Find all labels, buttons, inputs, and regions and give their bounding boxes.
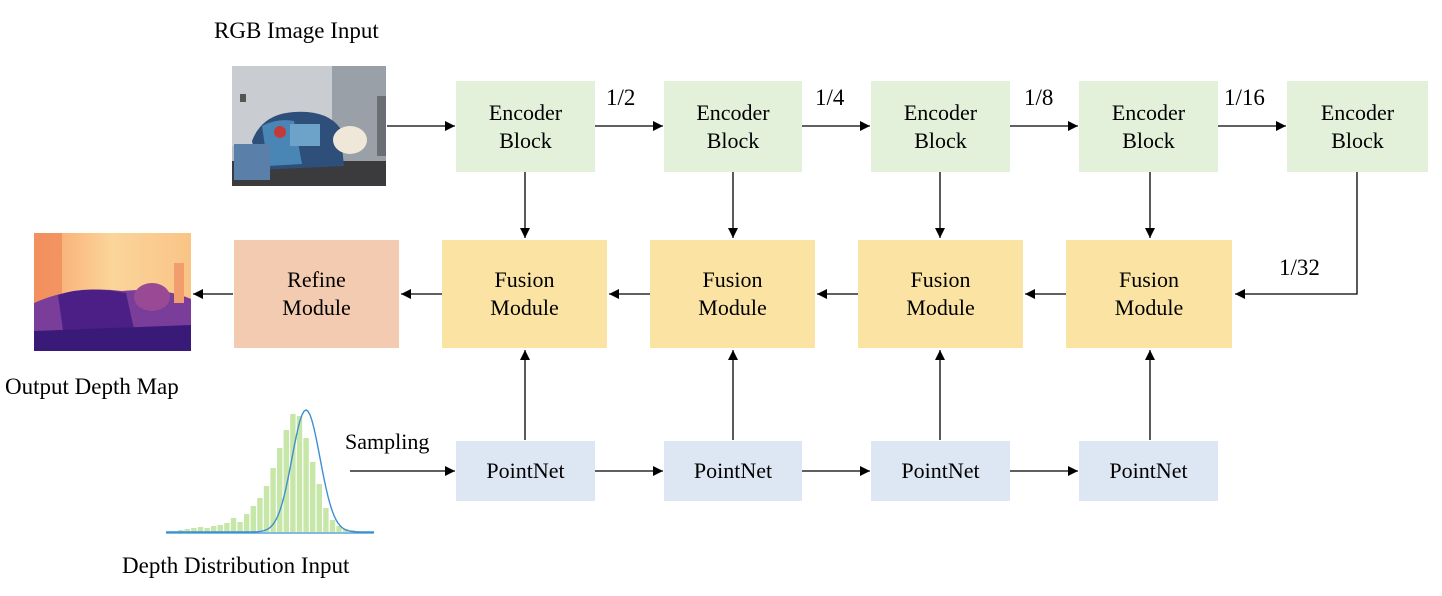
- rgb-image-input-label: RGB Image Input: [214, 18, 379, 43]
- histogram-bar: [230, 518, 237, 532]
- encoder-block-2-line1: Encoder: [696, 99, 770, 125]
- output-depth-map-label: Output Depth Map: [5, 374, 179, 399]
- fusion-module-4-line1: Fusion: [1119, 267, 1179, 292]
- refine-module-line2: Module: [282, 295, 351, 320]
- pointnet-2: PointNet: [664, 441, 802, 501]
- histogram-bar: [257, 498, 263, 532]
- fusion-module-4-line2: Module: [1114, 295, 1184, 320]
- histogram-bar: [191, 528, 197, 532]
- pointnet-2-label: PointNet: [693, 458, 773, 483]
- pointnet-3-label: PointNet: [901, 458, 980, 483]
- encoder-block-4-line2: Block: [1122, 127, 1175, 153]
- fusion-module-2-line2: Module: [698, 295, 767, 320]
- histogram-bar: [197, 527, 204, 532]
- histogram-bar: [316, 484, 322, 532]
- rgb-photo-illustration: [232, 66, 386, 186]
- encoder-block-5-line1: Encoder: [1320, 99, 1395, 125]
- scale-label-1-16: 1/16: [1224, 85, 1265, 110]
- histogram-bar: [184, 529, 190, 532]
- refine-module-line1: Refine: [287, 267, 346, 292]
- depth-map-illustration: [34, 233, 191, 351]
- fusion-module-3-line1: Fusion: [910, 267, 971, 292]
- encoder-block-5-line2: Block: [1331, 127, 1384, 153]
- pointnet-1: PointNet: [456, 441, 595, 501]
- histogram-bar: [323, 508, 329, 532]
- depth-distribution-input-label: Depth Distribution Input: [122, 553, 350, 578]
- histogram-bars: [178, 414, 355, 532]
- fusion-module-1-line2: Module: [490, 295, 559, 320]
- histogram-bar: [336, 526, 342, 532]
- histogram-bar: [270, 468, 276, 532]
- histogram-bar: [310, 462, 316, 532]
- histogram-bar: [217, 525, 223, 532]
- pointnet-1-label: PointNet: [486, 458, 565, 483]
- fusion-module-2-line1: Fusion: [702, 267, 763, 292]
- histogram-bar: [211, 526, 217, 532]
- histogram-bar: [277, 448, 283, 532]
- encoder-block-4-line1: Encoder: [1111, 99, 1186, 125]
- pointnet-4-label: PointNet: [1109, 458, 1188, 483]
- encoder-block-2-line2: Block: [706, 127, 760, 153]
- fusion-module-3-line2: Module: [906, 295, 975, 320]
- histogram-bar: [178, 530, 184, 532]
- sampling-label: Sampling: [345, 429, 430, 454]
- encoder-block-3-line2: Block: [914, 127, 967, 153]
- gaussian-curve: [166, 409, 374, 533]
- histogram-bar: [283, 430, 289, 532]
- scale-label-1-8: 1/8: [1024, 85, 1054, 110]
- depth-distribution-histogram: [166, 409, 374, 534]
- pointnet-3: PointNet: [871, 441, 1010, 501]
- scale-label-1-2: 1/2: [606, 85, 636, 110]
- scale-label-1-4: 1/4: [815, 85, 845, 110]
- histogram-bar: [296, 416, 303, 532]
- histogram-bar: [303, 438, 309, 532]
- histogram-bar: [237, 522, 243, 532]
- histogram-bar: [329, 520, 336, 532]
- histogram-bar: [250, 506, 256, 532]
- output-depth-map-thumbnail: [34, 233, 191, 351]
- histogram-bar: [244, 514, 250, 532]
- encoder-block-3-line1: Encoder: [903, 99, 978, 125]
- fusion-module-1-line1: Fusion: [494, 267, 555, 292]
- histogram-bar: [263, 486, 270, 532]
- histogram-bar: [204, 528, 210, 532]
- rgb-image-thumbnail: [232, 66, 386, 186]
- scale-label-1-32: 1/32: [1279, 255, 1320, 280]
- pointnet-4: PointNet: [1079, 441, 1218, 501]
- encoder-block-1-line1: Encoder: [488, 99, 563, 125]
- histogram-bar: [290, 414, 296, 532]
- histogram-bar: [224, 523, 230, 532]
- encoder-block-1-line2: Block: [499, 127, 552, 153]
